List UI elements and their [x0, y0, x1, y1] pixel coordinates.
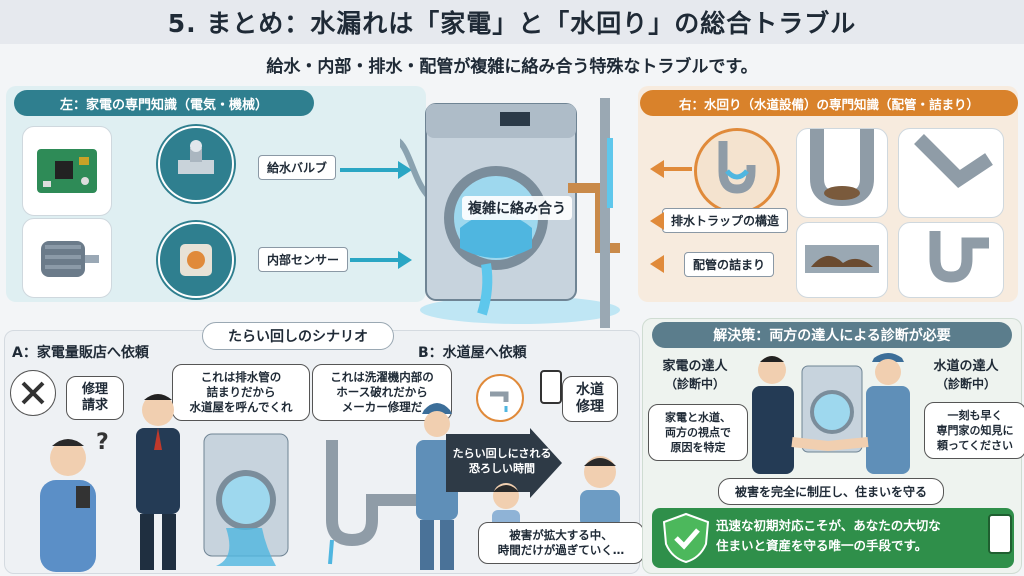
pipe-clog-label: 配管の詰まり: [684, 252, 775, 277]
scenario-b-title: B：水道屋へ依頼: [418, 345, 527, 361]
scenario-header: たらい回しのシナリオ: [202, 322, 394, 350]
worried-adult-figure: [570, 448, 630, 528]
runaround-text: たらい回しにされる 恐ろしい時間: [452, 447, 552, 475]
u-pipe-icon: [898, 222, 1004, 298]
water-valve-label: 給水バルブ: [258, 155, 337, 180]
expert1-status: （診断中）: [664, 377, 725, 391]
circuit-board-icon: [22, 126, 112, 216]
arrow-head-1: [398, 161, 412, 179]
arrow-from-right-0-shaft: [664, 167, 692, 171]
page-title: 5. まとめ：水漏れは「家電」と「水回り」の総合トラブル: [0, 0, 1024, 44]
arrow-to-machine-2: [350, 258, 400, 262]
pipes-illustration: [312, 440, 422, 570]
solution-bubble-right: 一刻も早く 専門家の知見に 頼ってください: [924, 402, 1024, 459]
conclusion-box: [652, 508, 1014, 568]
shield-check-icon: [660, 512, 712, 564]
center-label: 複雑に絡み合う: [462, 196, 572, 220]
damage-bubble: 被害が拡大する中、 時間だけが過ぎていく…: [478, 522, 644, 564]
arrow-head-2: [398, 251, 412, 269]
p-trap-icon: [694, 128, 780, 214]
scenario-a-title: A：家電量販店へ依頼: [12, 345, 149, 361]
page-subtitle: 給水・内部・排水・配管が複雑に絡み合う特殊なトラブルです。: [266, 57, 758, 77]
store-clerk-figure: [118, 380, 198, 570]
worried-child-figure: [486, 478, 526, 528]
tools-icon: [10, 370, 56, 416]
arrow-from-right-0: [650, 160, 664, 178]
clogged-pipe-icon: [796, 128, 888, 218]
solution-header: 解決策：両方の達人による診断が必要: [652, 322, 1012, 348]
runaround-arrow: [446, 428, 562, 498]
sensor-icon: [158, 222, 234, 298]
motor-icon: [22, 218, 112, 298]
scenario-a-bubble: これは排水管の 詰まりだから 水道屋を呼んでくれ: [172, 364, 310, 421]
left-panel-header: 左：家電の専門知識（電気・機械）: [14, 90, 314, 116]
faucet-icon: [476, 374, 524, 422]
conclusion-text: 迅速な初期対応こそが、あなたの大切な 住まいと資産を守る唯一の手段です。: [716, 518, 941, 553]
arrow-from-right-2: [650, 255, 664, 273]
arrow-to-machine-1: [340, 168, 400, 172]
smartphone-icon: [988, 514, 1012, 554]
sensor-label: 内部センサー: [258, 247, 349, 272]
elbow-pipe-icon: [898, 128, 1004, 218]
experts-handshake-illustration: [738, 346, 924, 474]
drain-trap-label: 排水トラップの構造: [662, 208, 789, 233]
plumber-sign-bubble: 水道 修理: [562, 376, 618, 422]
leaking-washer-a: [196, 428, 296, 568]
clogged-pipe-cross-section-icon: [796, 222, 888, 298]
water-valve-icon: [158, 126, 234, 202]
expert1-title: 家電の達人: [662, 359, 728, 374]
repair-request-bubble: 修理 請求: [66, 376, 124, 420]
arrow-from-right-1: [650, 212, 664, 230]
expert2-title: 水道の達人: [933, 359, 999, 374]
customer-a-figure: [18, 428, 118, 572]
solution-bubble-left: 家電と水道、 両方の視点で 原因を特定: [648, 404, 748, 461]
right-panel-header: 右：水回り（水道設備）の専門知識（配管・詰まり）: [640, 90, 1018, 116]
expert2-status: （診断中）: [935, 377, 996, 391]
question-mark-icon: ?: [96, 430, 109, 455]
protection-banner: 被害を完全に制圧し、住まいを守る: [718, 478, 944, 505]
phone-icon: [540, 370, 562, 404]
